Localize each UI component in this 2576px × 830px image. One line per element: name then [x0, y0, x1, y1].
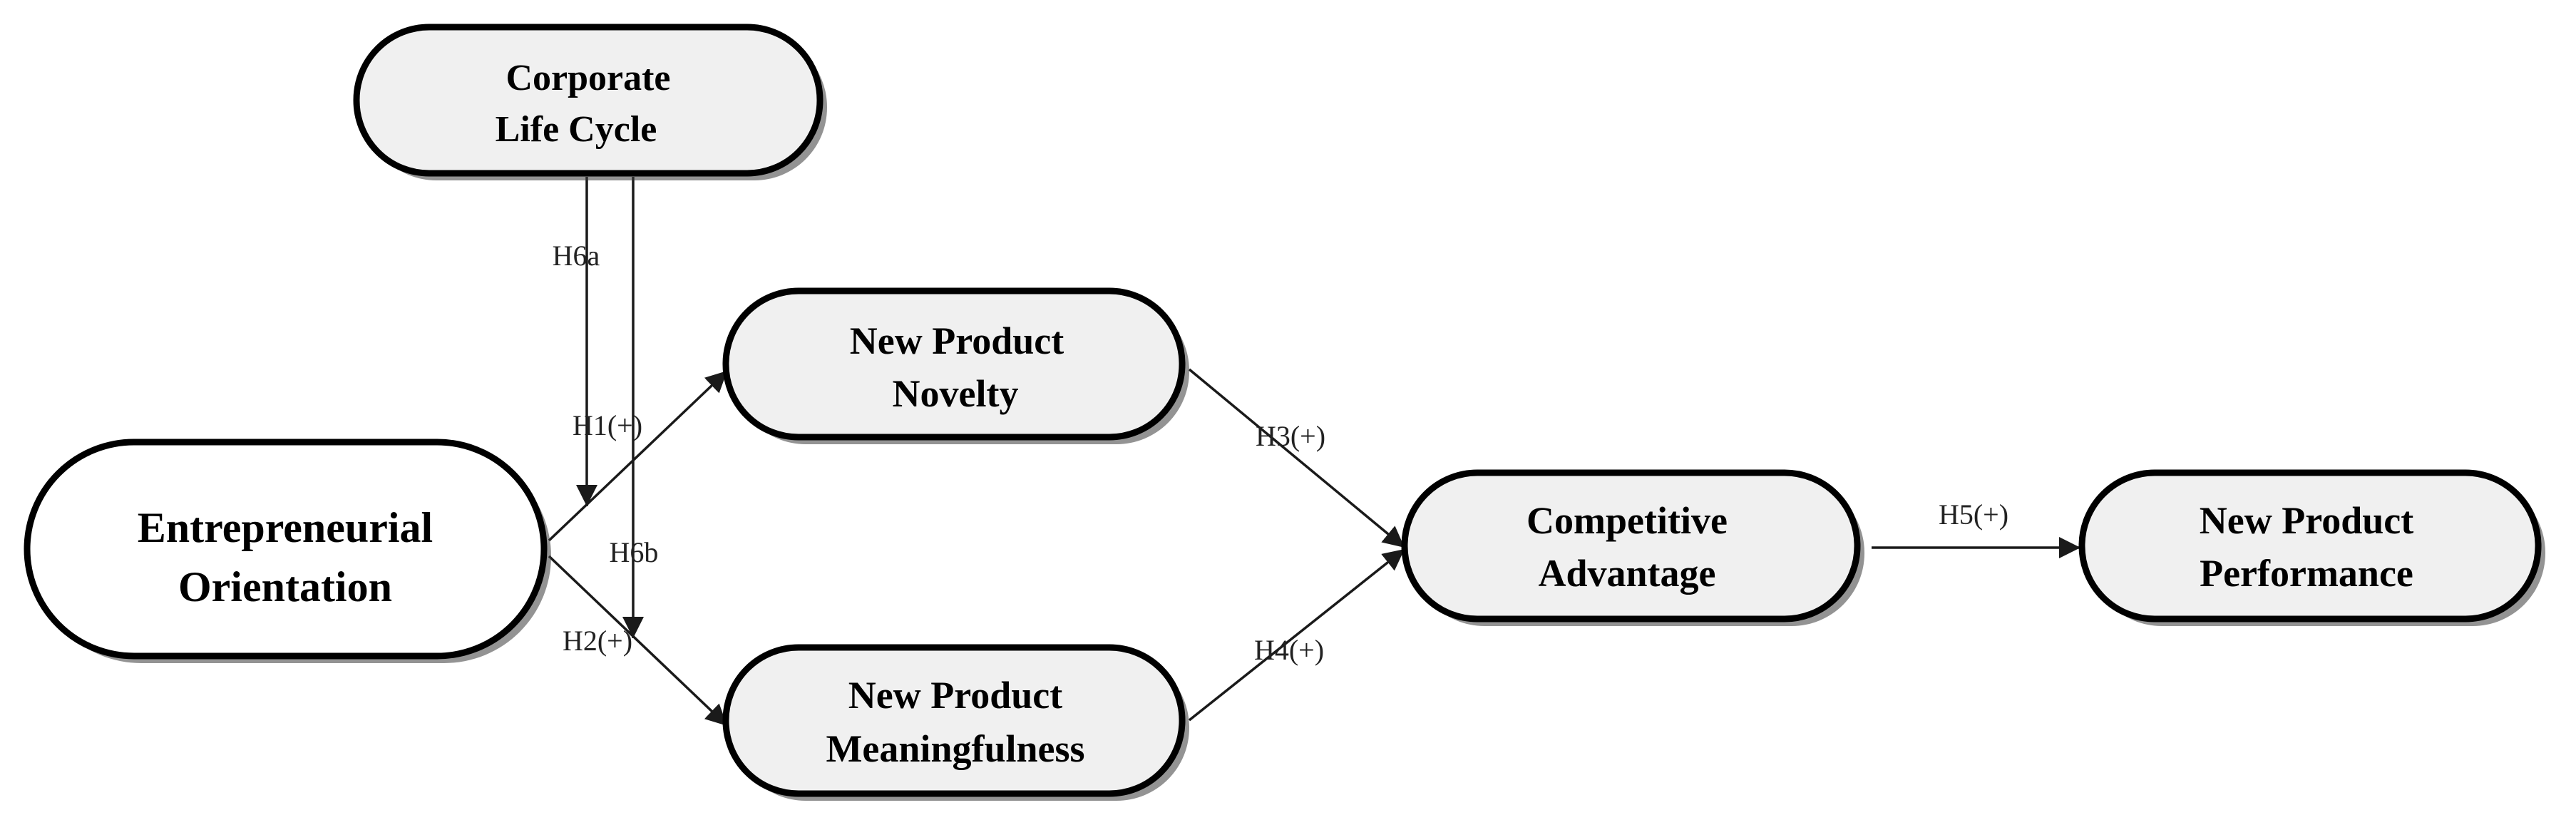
node-competitive-advantage-box [1401, 469, 1861, 622]
label-h2: H2(+) [563, 625, 632, 657]
node-entrepreneurial-orientation-box [24, 439, 548, 660]
node-new-product-performance-line1: New Product [2200, 499, 2413, 542]
node-competitive-advantage-line2: Advantage [1538, 552, 1715, 595]
node-new-product-novelty-line1: New Product [850, 319, 1064, 362]
edges [548, 177, 2080, 727]
node-new-product-performance-box [2078, 469, 2542, 622]
node-competitive-advantage: Competitive Advantage [1401, 469, 1864, 626]
node-new-product-meaningfulness-line2: Meaningfulness [826, 727, 1084, 770]
node-corporate-life-cycle: Corporate Life Cycle [353, 24, 827, 180]
label-h5: H5(+) [1939, 498, 2008, 531]
node-entrepreneurial-orientation-line2: Orientation [178, 563, 392, 610]
label-h6b: H6b [610, 536, 659, 568]
node-new-product-performance: New Product Performance [2078, 469, 2545, 626]
node-corporate-life-cycle-box [353, 24, 823, 177]
node-corporate-life-cycle-line2: Life Cycle [496, 109, 657, 150]
label-h6a: H6a [553, 240, 600, 272]
node-new-product-performance-line2: Performance [2200, 552, 2413, 595]
edge-h3 [1188, 368, 1406, 549]
node-new-product-novelty: New Product Novelty [722, 287, 1189, 444]
node-entrepreneurial-orientation-line1: Entrepreneurial [138, 504, 433, 551]
label-h1: H1(+) [573, 409, 642, 441]
node-entrepreneurial-orientation: Entrepreneurial Orientation [24, 439, 551, 663]
node-new-product-novelty-line2: Novelty [893, 372, 1019, 415]
node-competitive-advantage-line1: Competitive [1526, 499, 1728, 542]
edge-labels: H1(+) H2(+) H3(+) H4(+) H5(+) H6a H6b [553, 240, 2008, 666]
label-h3: H3(+) [1256, 420, 1325, 452]
edge-h1 [548, 369, 729, 542]
node-corporate-life-cycle-line1: Corporate [506, 58, 670, 98]
edge-h2 [548, 555, 729, 727]
edge-h4 [1188, 548, 1406, 722]
node-new-product-meaningfulness: New Product Meaningfulness [722, 644, 1189, 801]
node-new-product-meaningfulness-line1: New Product [848, 674, 1062, 717]
label-h4: H4(+) [1254, 634, 1324, 666]
node-new-product-novelty-box [722, 287, 1186, 441]
node-new-product-meaningfulness-box [722, 644, 1186, 797]
